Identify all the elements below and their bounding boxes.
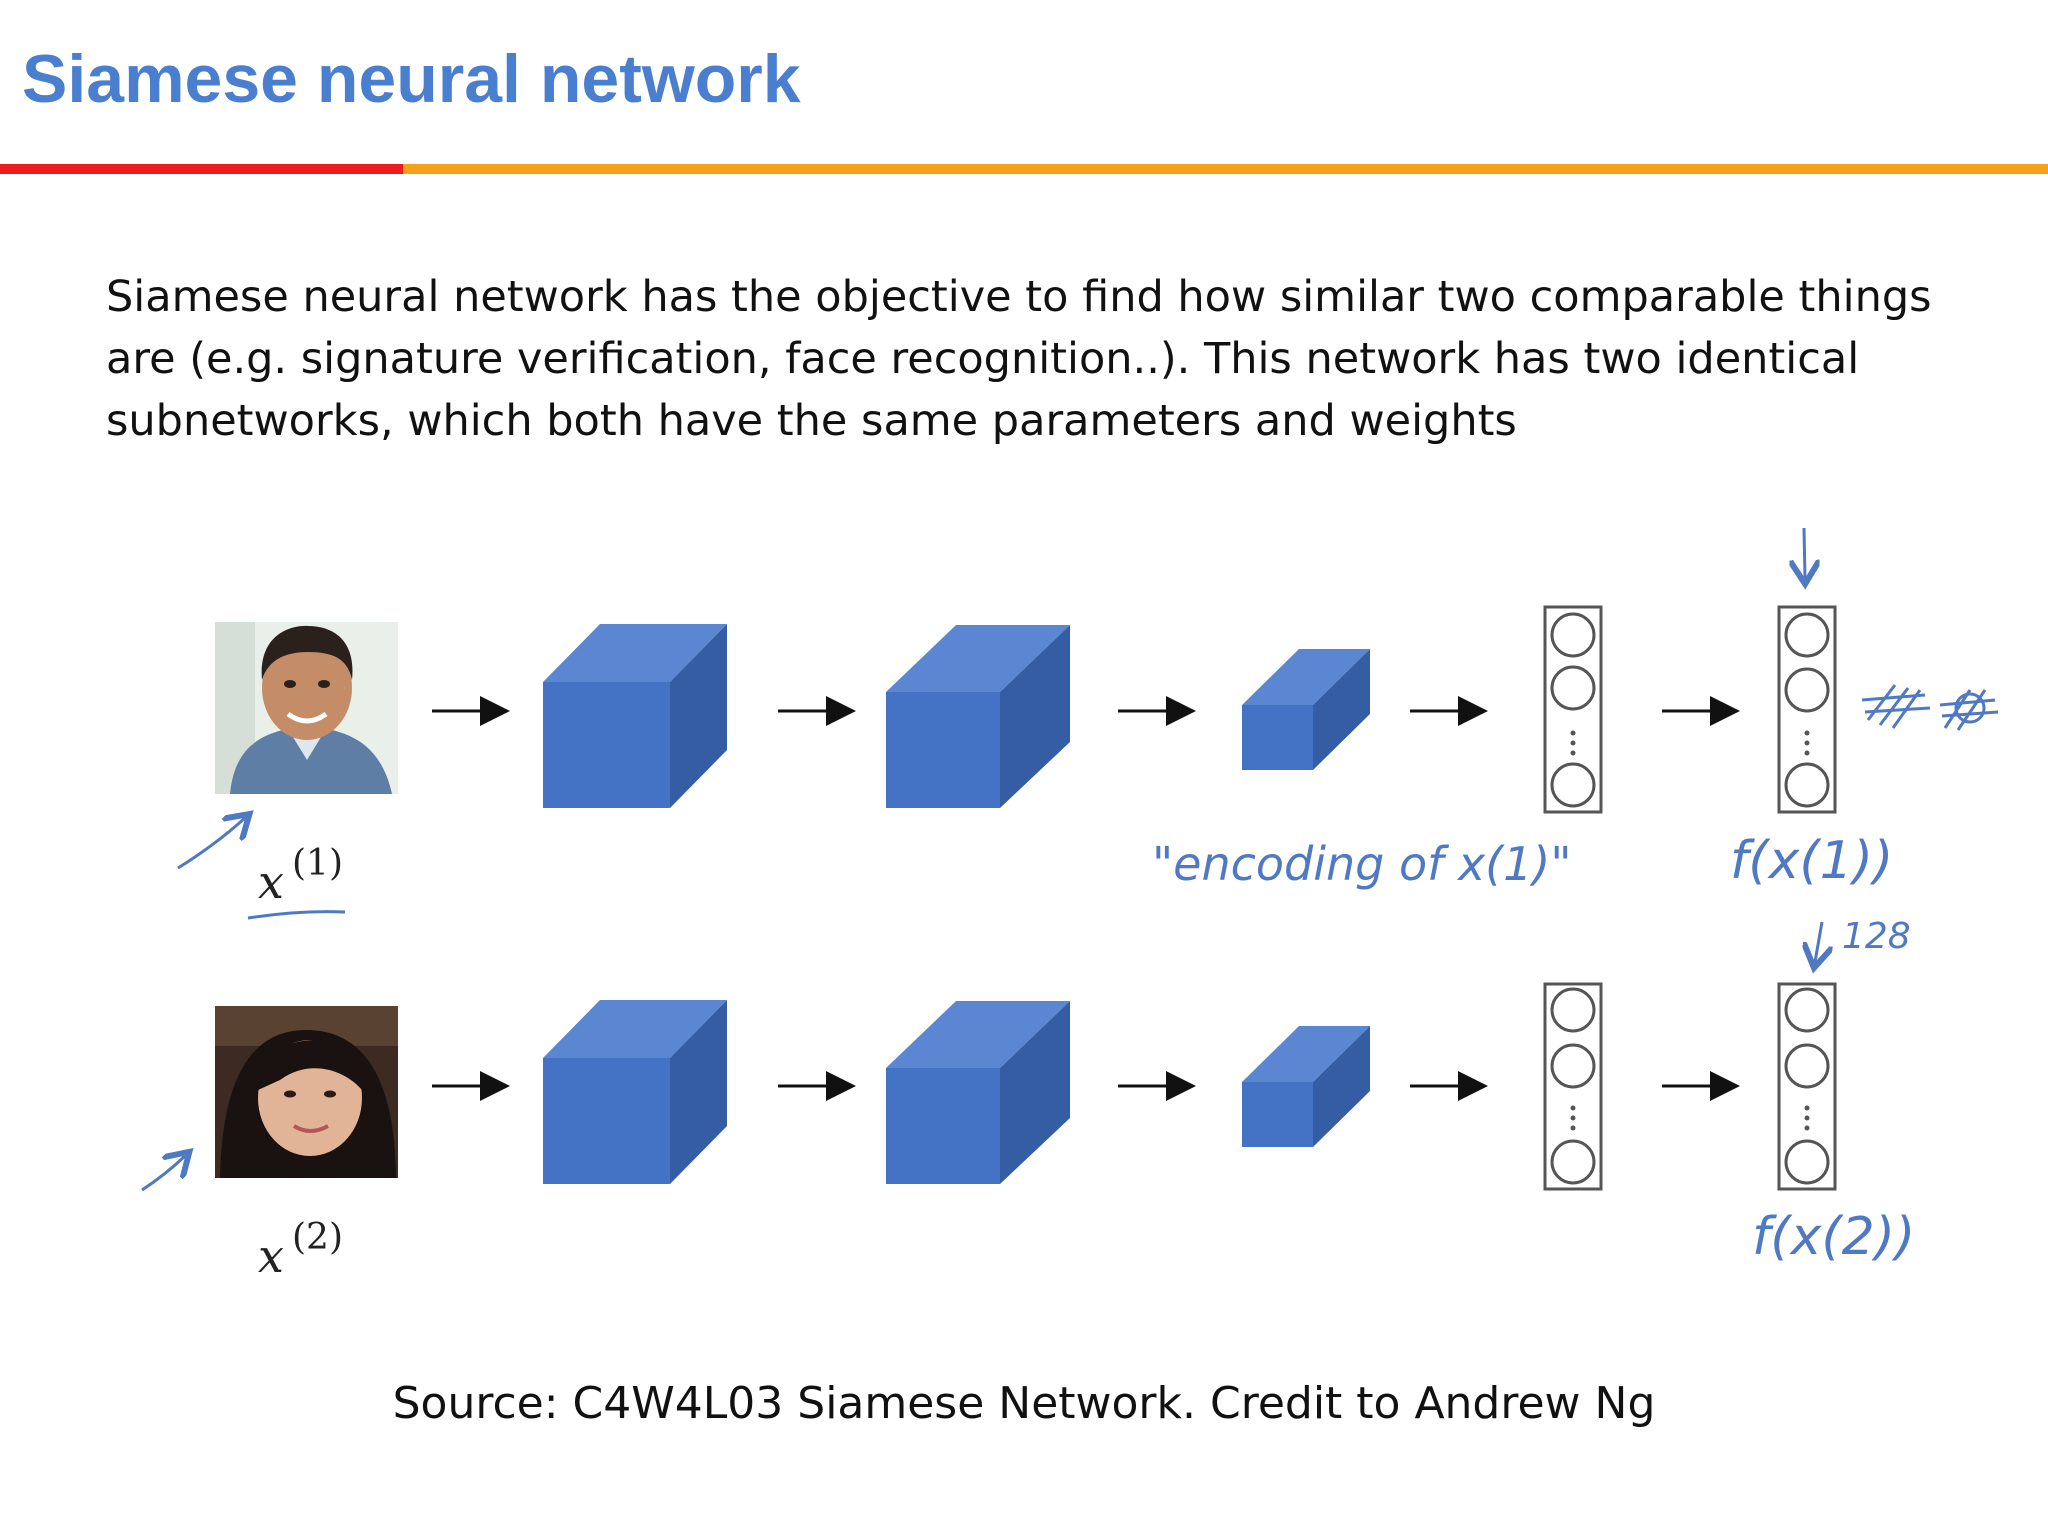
scribble-marks [1861, 684, 1999, 731]
conv-cube-2 [886, 625, 1070, 808]
title-rule-orange [403, 164, 2048, 174]
input-label-1: x [258, 855, 284, 909]
conv-cube-3-bottom [1242, 1026, 1370, 1147]
source-caption: Source: C4W4L03 Siamese Network. Credit … [392, 1378, 1656, 1429]
title-rule-red [0, 164, 403, 174]
top-row: x (1) [177, 527, 1999, 920]
input-label-2: x [258, 1229, 284, 1283]
input-label-1-sup: (1) [292, 843, 343, 884]
conv-cube-2-bottom [886, 1001, 1070, 1184]
fc-vector-1-bottom [1543, 982, 1603, 1191]
pen-down-arrow-top [1804, 527, 1805, 578]
photo-man [215, 622, 398, 794]
pen-down-arrow-bottom [1815, 921, 1822, 962]
description-line-3: subnetworks, which both have the same pa… [106, 396, 1517, 446]
bottom-row: x (2) [141, 982, 1915, 1283]
fc-vector-1 [1543, 605, 1603, 814]
encoding-vector-2 [1777, 982, 1837, 1191]
pen-arrow-top [177, 818, 245, 870]
slide-title: Siamese neural network [22, 41, 801, 117]
description-line-1: Siamese neural network has the objective… [106, 272, 1932, 322]
photo-woman [215, 1006, 398, 1178]
underline-x1 [247, 910, 346, 920]
encoding-note: "encoding of x(1)" [1152, 837, 1572, 891]
description-line-2: are (e.g. signature verification, face r… [106, 334, 1860, 384]
description-paragraph: Siamese neural network has the objective… [106, 266, 1986, 452]
pen-arrow-bottom [141, 1156, 185, 1192]
input-label-2-sup: (2) [292, 1217, 343, 1258]
conv-cube-3 [1242, 649, 1370, 770]
output-label-bottom: f(x(2)) [1752, 1207, 1915, 1267]
encoding-vector-1 [1777, 605, 1837, 814]
conv-cube-1-bottom [543, 1000, 727, 1184]
output-label-top: f(x(1)) [1730, 831, 1893, 891]
dimension-label: 128 [1842, 916, 1911, 957]
conv-cube-1 [543, 624, 727, 808]
